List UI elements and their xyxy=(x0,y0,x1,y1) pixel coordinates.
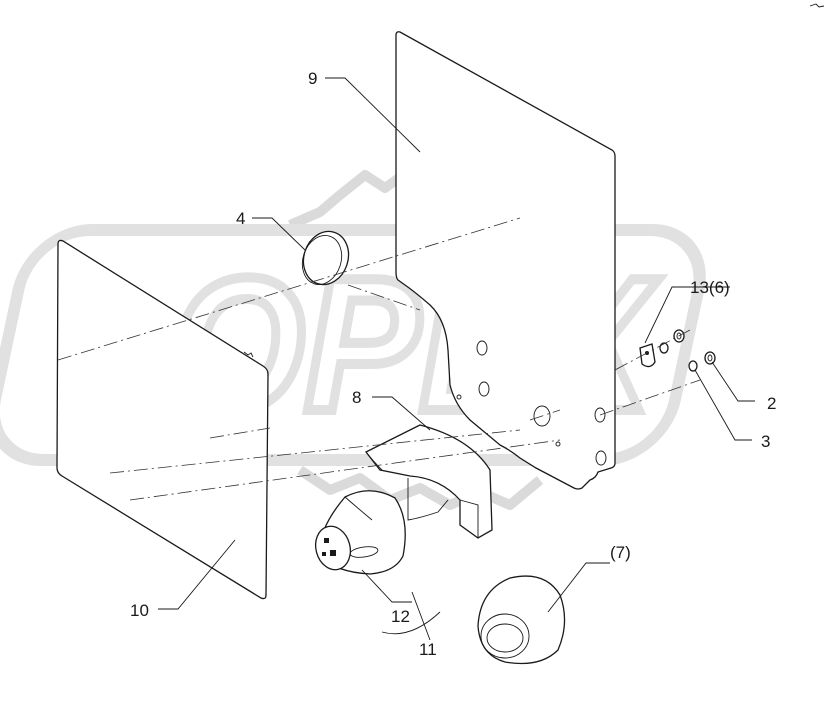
leader-11 xyxy=(411,591,431,641)
leader-10 xyxy=(158,539,236,610)
leader-2 xyxy=(711,361,755,402)
callout-4: 4 xyxy=(236,209,245,228)
callout-11: 11 xyxy=(419,640,437,659)
callout-8: 8 xyxy=(352,388,361,407)
callout-labels: 9 4 13(6) 2 3 8 10 12 11 (7) xyxy=(130,69,776,659)
part-10-glass-panel xyxy=(56,239,269,600)
part-3-washers xyxy=(659,342,698,372)
leader-lines xyxy=(158,77,755,641)
leader-8 xyxy=(372,396,431,431)
leader-4 xyxy=(252,217,306,251)
callout-13: 13(6) xyxy=(690,278,730,297)
part-4-plug xyxy=(301,230,350,286)
part-8-bracket xyxy=(365,424,493,539)
callout-9: 9 xyxy=(308,69,317,88)
callout-3: 3 xyxy=(761,432,770,451)
leader-11b xyxy=(381,611,441,635)
part-12-lens xyxy=(314,525,352,571)
leader-7 xyxy=(547,562,610,613)
part-2-nuts xyxy=(673,329,716,365)
leader-3 xyxy=(694,369,752,441)
leader-13 xyxy=(644,286,730,344)
corner-mark xyxy=(809,3,825,8)
watermark-frame xyxy=(0,224,706,466)
leader-9 xyxy=(325,77,421,153)
watermark-gear-bottom xyxy=(297,465,544,510)
callout-12: 12 xyxy=(391,607,410,626)
leader-12 xyxy=(361,569,412,603)
part-9-panel xyxy=(395,31,616,490)
callout-2: 2 xyxy=(767,394,776,413)
part-7-rubber-cap xyxy=(477,575,566,665)
assembly-centerlines xyxy=(57,217,701,501)
callout-7: (7) xyxy=(610,543,631,562)
callout-10: 10 xyxy=(130,601,149,620)
